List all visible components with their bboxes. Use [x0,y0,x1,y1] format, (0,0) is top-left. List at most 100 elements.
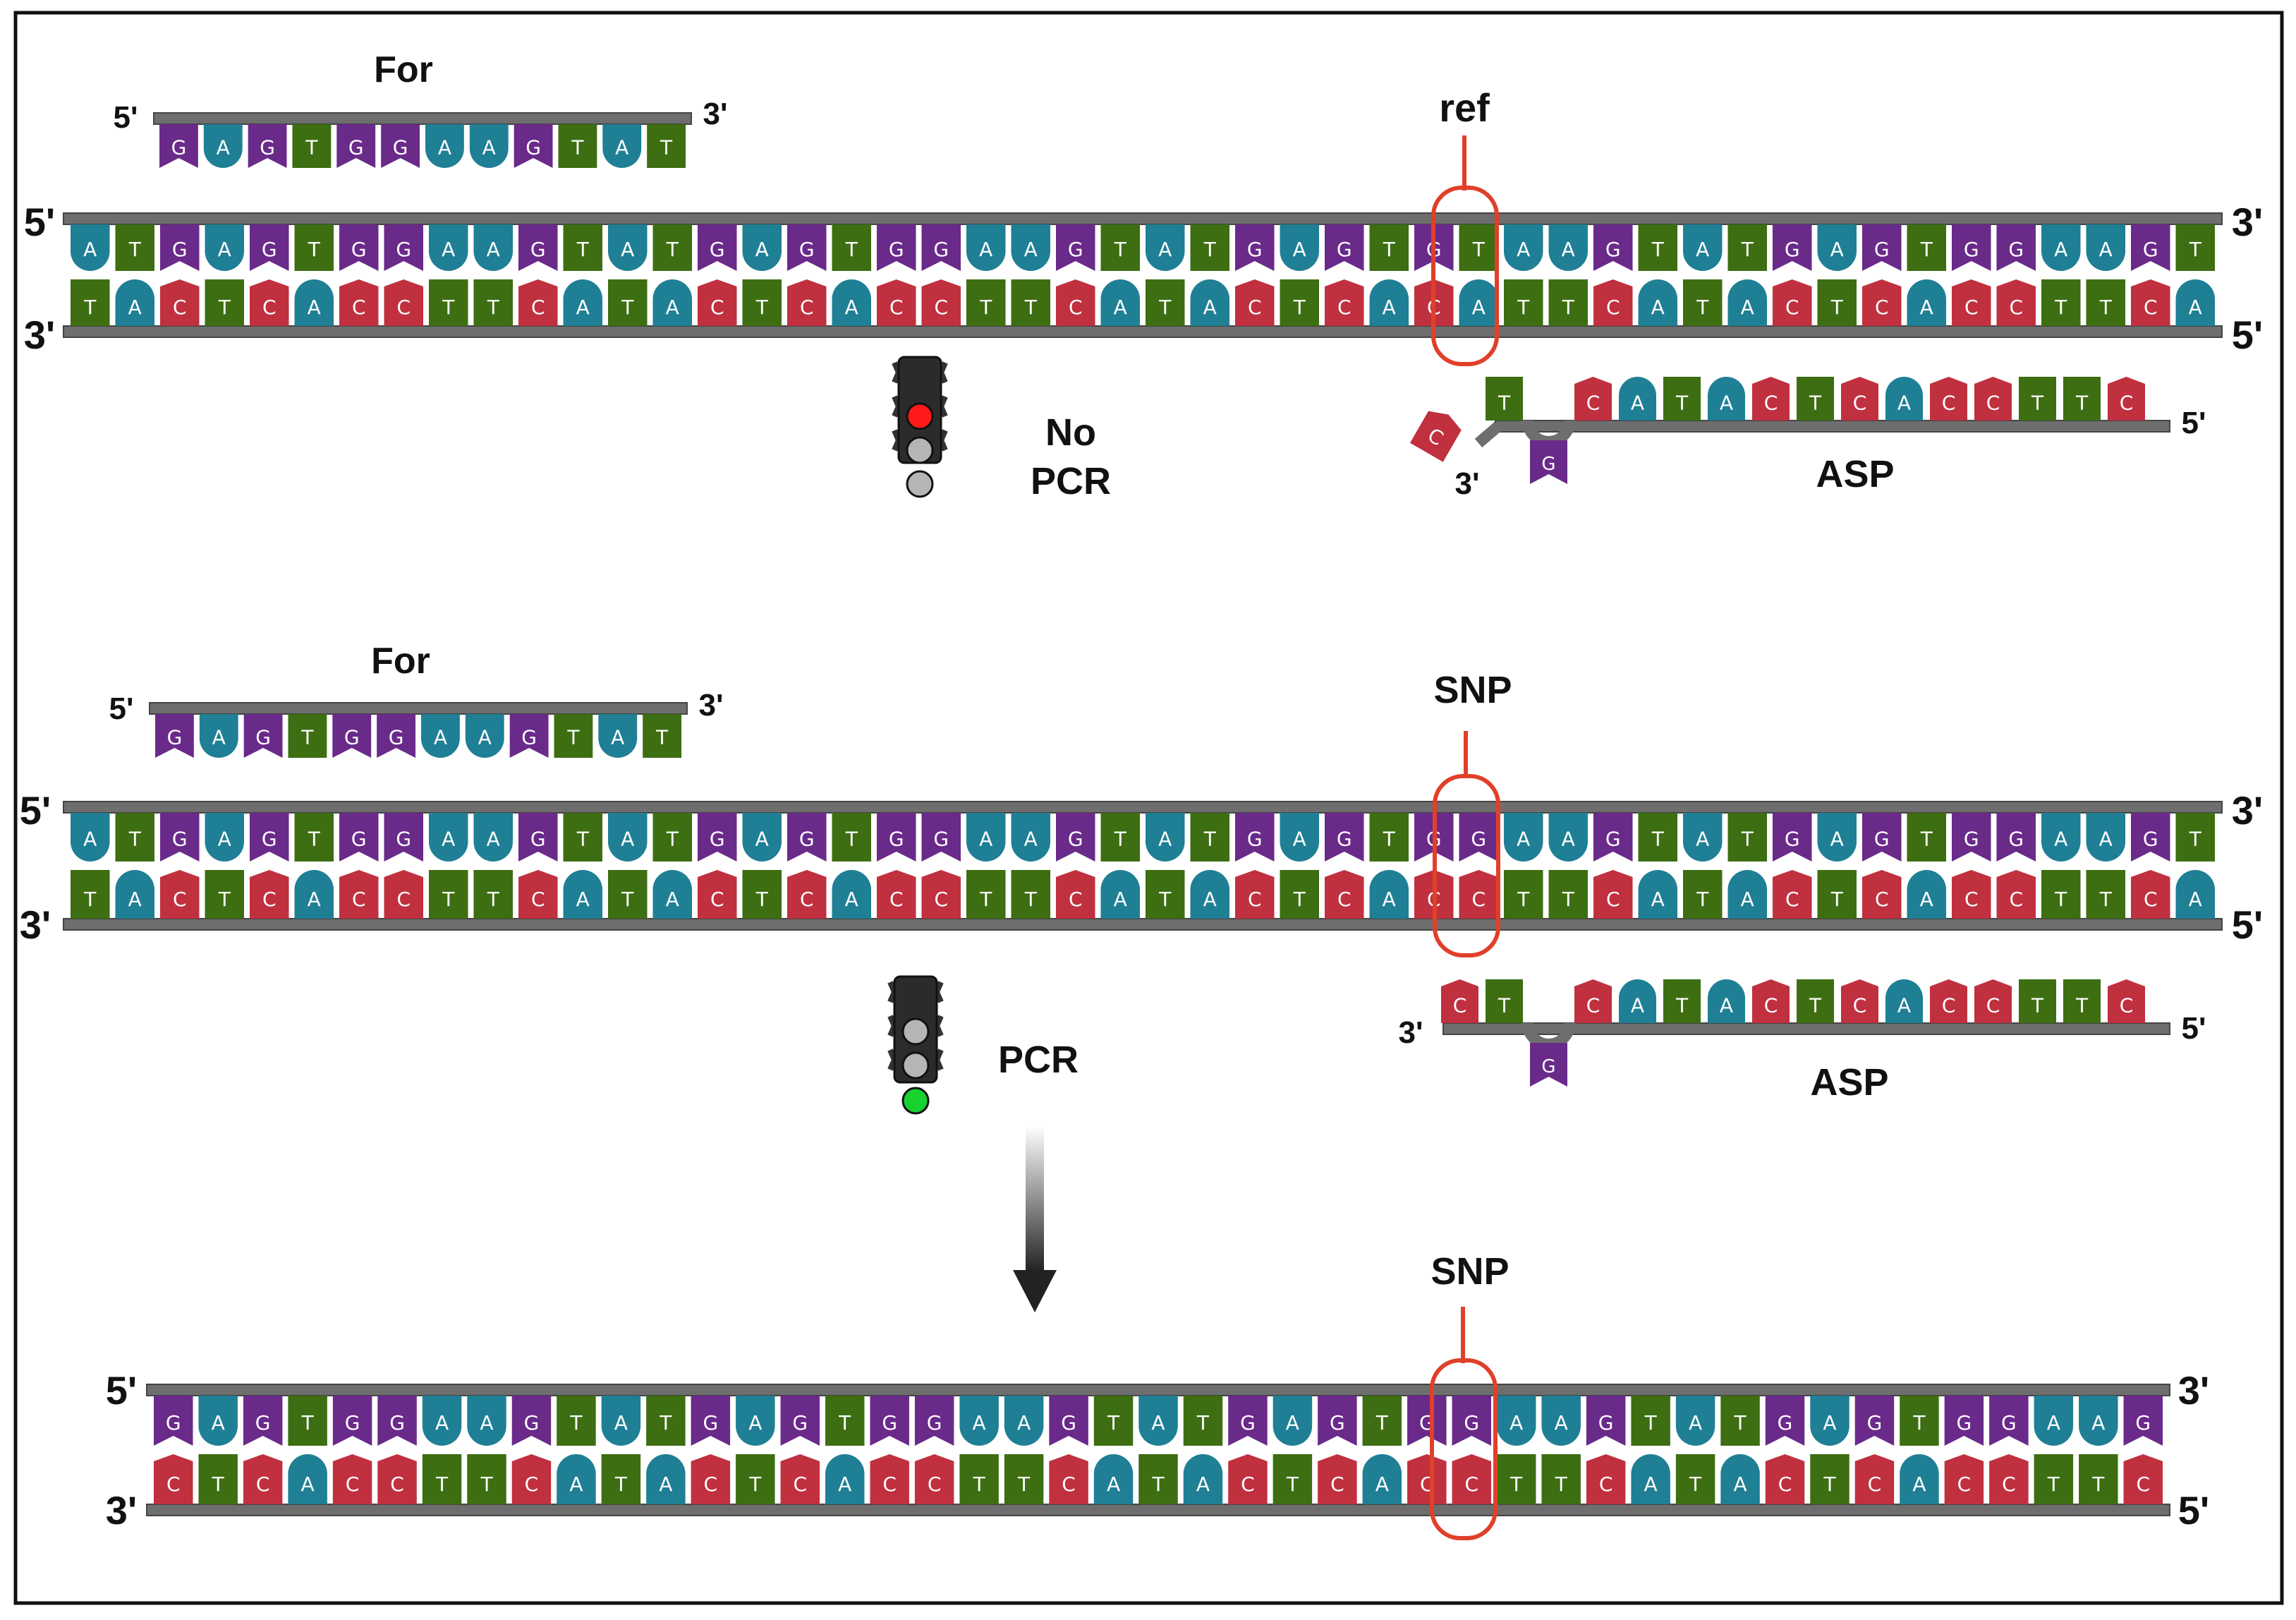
template-dna-duplex: ATTAGCATGCTAGCGCATATGCTAATTAGCATGCTAGCGC… [63,212,2223,338]
nucleotide-G: G [1952,813,1991,862]
nucleotide-T: T [1720,1396,1760,1446]
svg-text:T: T [2031,993,2044,1017]
svg-text:T: T [1293,888,1306,911]
svg-text:A: A [1720,391,1733,414]
svg-text:A: A [1631,993,1644,1017]
svg-text:A: A [1158,828,1172,851]
nucleotide-G: G [2131,813,2170,862]
nucleotide-C: C [1235,279,1275,326]
svg-text:A: A [845,296,858,319]
svg-text:G: G [389,726,404,749]
svg-text:G: G [889,828,904,851]
svg-text:C: C [934,888,948,911]
nucleotide-A: A [1100,279,1140,326]
svg-text:G: G [1957,1411,1972,1434]
svg-text:G: G [393,136,408,159]
nucleotide-G: G [870,1396,909,1446]
svg-text:A: A [621,238,634,261]
nucleotide-T: T [1011,279,1050,326]
nucleotide-A: A [2086,224,2125,271]
svg-text:A: A [1897,993,1911,1017]
nucleotide-A: A [966,224,1006,271]
svg-text:T: T [1830,296,1844,319]
nucleotide-T: T [205,279,244,326]
nucleotide-A: A [1369,870,1409,919]
svg-text:G: G [1874,238,1890,261]
svg-text:A: A [1114,888,1127,911]
svg-text:A: A [576,888,590,911]
nucleotide-G: G [1989,1396,2029,1446]
svg-text:G: G [1247,238,1263,261]
svg-text:A: A [1555,1411,1568,1434]
svg-text:C: C [1875,888,1889,911]
down-arrow-icon [1013,1126,1057,1312]
nucleotide-G: G [160,813,200,862]
nucleotide-C: C [2131,870,2170,919]
nucleotide-A: A [1190,870,1229,919]
svg-text:A: A [218,828,231,851]
nucleotide-T: T [1497,1454,1536,1504]
svg-text:T: T [1651,828,1665,851]
nucleotide-T: T [1907,813,1946,862]
svg-text:A: A [1151,1411,1165,1434]
nucleotide-T: T [2063,979,2101,1023]
nucleotide-A: A [422,1396,462,1446]
nucleotide-A: A [1272,1396,1313,1446]
svg-text:A: A [1383,296,1396,319]
svg-text:T: T [480,1473,493,1496]
nucleotide-T: T [1100,224,1140,271]
snp-marker-label: SNP [1431,1250,1509,1293]
nucleotide-T: T [1900,1396,1939,1446]
panel-amplified-product: SNP 5' 3' 3' 5' GCATGCTAGCGCATATGCTAATTA… [106,1250,2209,1540]
svg-text:A: A [1203,888,1217,911]
svg-text:T: T [2054,296,2067,319]
primer-five-prime-label: 5' [114,100,138,135]
svg-text:C: C [2144,296,2158,319]
svg-text:C: C [793,1473,807,1496]
nucleotide-G: G [1996,224,2036,271]
svg-text:A: A [1293,828,1306,851]
svg-text:A: A [83,828,97,851]
nucleotide-A: A [2041,224,2081,271]
nucleotide-C: C [1952,870,1991,919]
nucleotide-G: G [243,714,283,758]
svg-text:A: A [1196,1473,1210,1496]
nucleotide-T: T [2086,870,2125,919]
nucleotide-G: G [1593,813,1633,862]
svg-text:T: T [1158,296,1172,319]
nucleotide-T: T [2079,1454,2118,1504]
nucleotide-A: A [736,1396,775,1446]
nucleotide-T: T [646,1396,686,1446]
nucleotide-A: A [2175,870,2215,919]
svg-text:G: G [927,1411,942,1434]
svg-text:C: C [262,296,277,319]
svg-text:C: C [1957,1473,1972,1496]
svg-text:A: A [1830,828,1844,851]
nucleotide-T: T [429,870,468,919]
svg-text:G: G [1068,828,1083,851]
dna-backbone [1495,420,2170,433]
nucleotide-A: A [563,870,602,919]
svg-text:G: G [1464,1411,1479,1434]
nucleotide-C: C [1773,870,1812,919]
svg-text:C: C [1248,296,1262,319]
svg-text:A: A [659,1473,672,1496]
nucleotide-G: G [1862,813,1902,862]
svg-text:A: A [482,136,496,159]
nucleotide-A: A [1541,1396,1581,1446]
svg-text:A: A [1114,296,1127,319]
svg-text:G: G [1471,828,1486,851]
nucleotide-C: C [1974,377,2012,421]
svg-text:A: A [755,238,769,261]
svg-text:C: C [889,888,904,911]
nucleotide-G: G [339,813,379,862]
traffic-light-middle-lamp [906,436,934,464]
svg-text:G: G [172,238,188,261]
nucleotide-T: T [1280,279,1319,326]
nucleotide-T: T [1486,979,1523,1023]
figure-frame [13,11,2284,1605]
svg-text:G: G [1541,1056,1555,1077]
svg-text:T: T [128,238,142,261]
svg-text:T: T [1203,238,1217,261]
